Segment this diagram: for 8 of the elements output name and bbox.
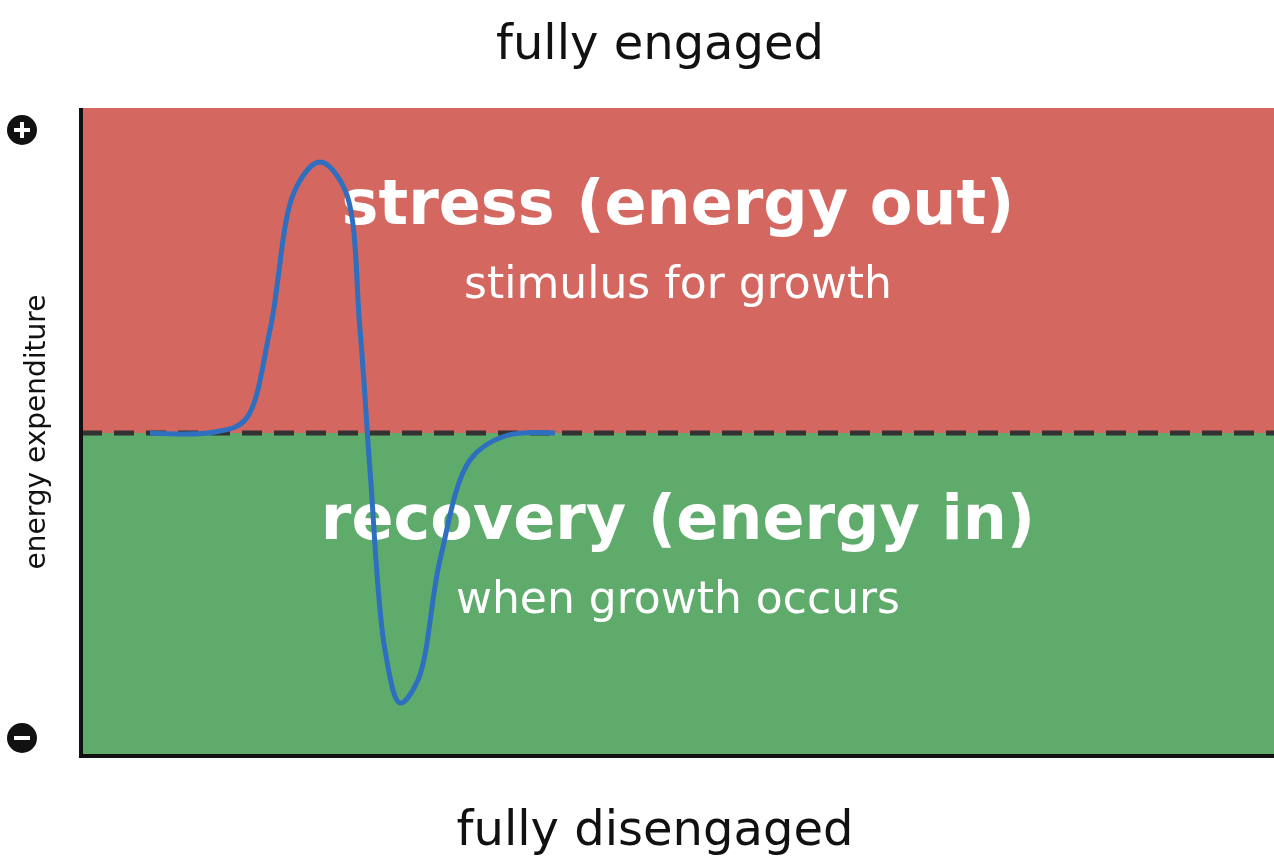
region-band — [82, 433, 1274, 755]
region-subtitle: stimulus for growth — [463, 256, 893, 310]
top-label: fully engaged — [496, 14, 824, 70]
bottom-label: fully disengaged — [456, 800, 854, 856]
axis-label: energy expenditure — [18, 294, 52, 570]
region-band — [82, 108, 1274, 433]
region-subtitle: when growth occurs — [454, 571, 902, 625]
region-heading: recovery (energy in) — [319, 480, 1037, 556]
